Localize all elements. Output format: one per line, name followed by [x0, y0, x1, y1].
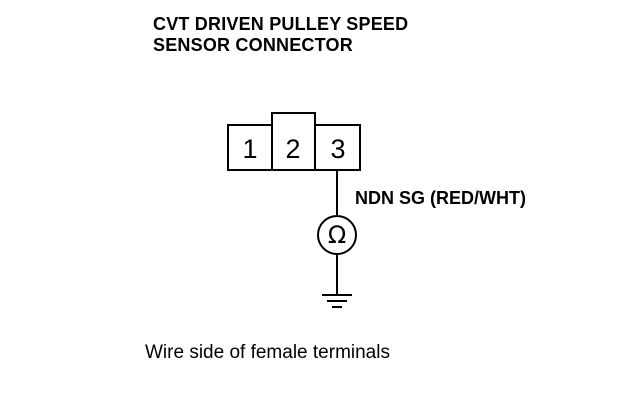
pin-2-label: 2	[285, 134, 300, 164]
title-line-1: CVT DRIVEN PULLEY SPEED	[153, 14, 409, 34]
pin-3-label: 3	[330, 134, 345, 164]
ohm-symbol: Ω	[328, 221, 346, 249]
diagram-title: CVT DRIVEN PULLEY SPEED SENSOR CONNECTOR	[153, 14, 408, 56]
pin-1-label: 1	[242, 134, 257, 164]
title-line-2: SENSOR CONNECTOR	[153, 35, 353, 55]
caption: Wire side of female terminals	[145, 342, 390, 363]
ground-icon	[322, 294, 352, 308]
ohmmeter-icon: Ω	[317, 215, 357, 255]
wire-label: NDN SG (RED/WHT)	[355, 188, 526, 208]
